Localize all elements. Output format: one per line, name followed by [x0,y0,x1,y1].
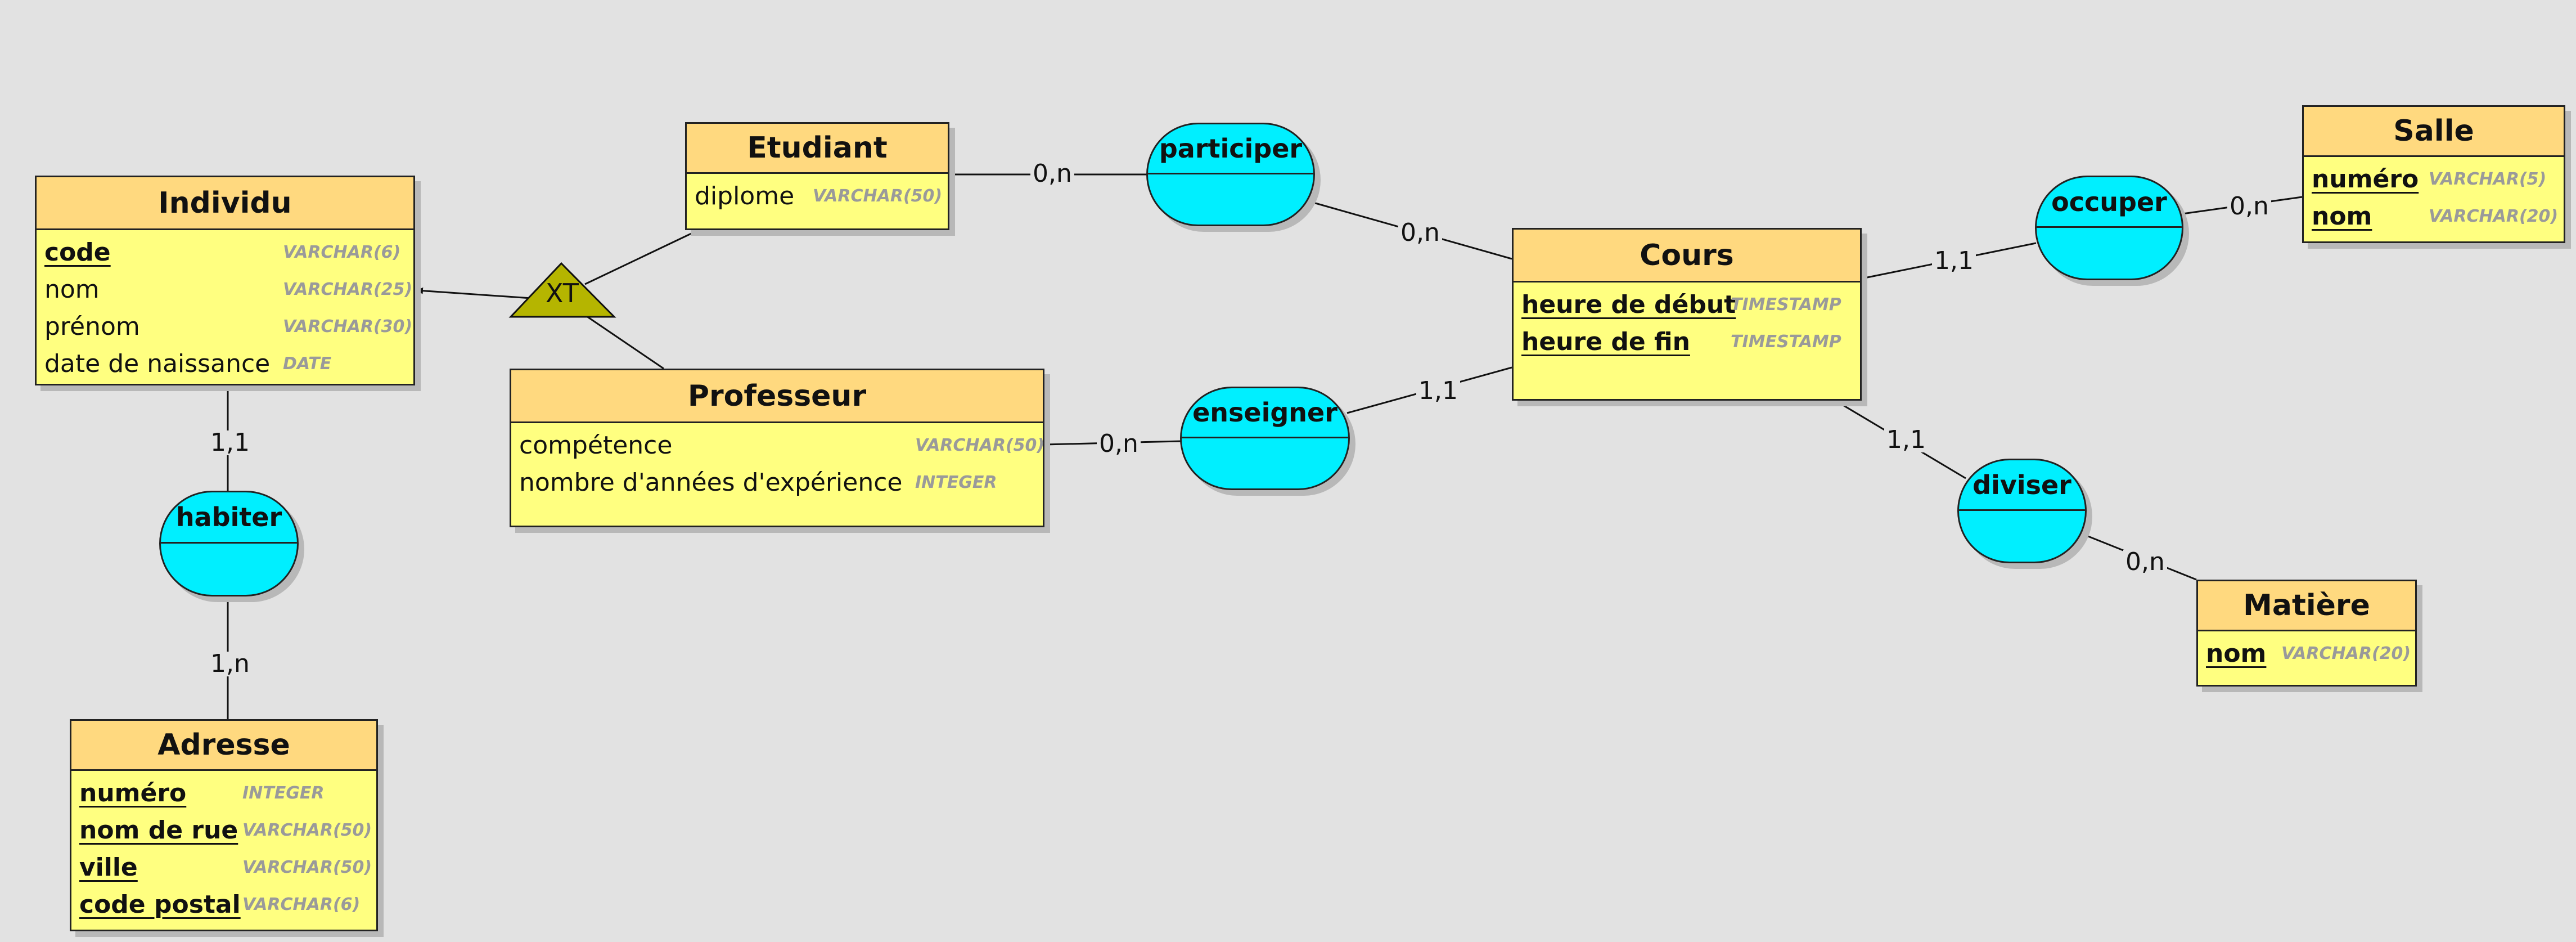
association-diviser[interactable]: diviser [1957,459,2087,563]
attribute-name: numéro [2312,164,2419,194]
link-xt-etudiant [584,227,704,285]
attribute-name: nom [2206,639,2267,668]
attribute-row: nom VARCHAR(25) [37,271,413,308]
entity-salle[interactable]: Salle numéro VARCHAR(5) nom VARCHAR(20) [2302,105,2565,243]
attribute-type: VARCHAR(30) [283,316,413,337]
association-participer[interactable]: participer [1146,123,1315,226]
attribute-name: nom [2312,201,2372,231]
entity-cours[interactable]: Cours heure de début TIMESTAMP heure de … [1512,228,1862,401]
attribute-name: nom de rue [79,815,238,845]
attribute-type: VARCHAR(20) [2281,643,2411,663]
link-xt-individu-arrow [416,287,532,299]
attribute-row: numéro INTEGER [71,774,376,811]
attribute-type: INTEGER [915,472,997,492]
entity-matiere[interactable]: Matière nom VARCHAR(20) [2196,580,2417,687]
attribute-type: VARCHAR(6) [242,894,361,914]
entity-professeur[interactable]: Professeur compétence VARCHAR(50) nombre… [510,369,1044,527]
attribute-row: date de naissance DATE [37,345,413,382]
attribute-type: VARCHAR(50) [242,820,372,840]
cardinality-individu-habiter: 1,1 [208,430,252,455]
attribute-row: code postal VARCHAR(6) [71,886,376,923]
association-habiter-label: habiter [161,492,297,544]
entity-salle-title: Salle [2304,107,2564,157]
attribute-name: compétence [519,430,673,460]
association-diviser-label: diviser [1959,460,2085,511]
attribute-type: INTEGER [242,783,325,803]
attribute-name: date de naissance [44,349,271,378]
attribute-type: VARCHAR(25) [283,279,413,299]
attribute-type: DATE [283,353,332,374]
attribute-name: nombre d'années d'expérience [519,468,903,497]
cardinality-diviser-matiere: 0,n [2123,550,2167,575]
attribute-row: nom VARCHAR(20) [2198,635,2415,672]
attribute-type: VARCHAR(20) [2429,206,2559,226]
entity-matiere-title: Matière [2198,581,2415,631]
cardinality-cours-diviser: 1,1 [1884,428,1928,452]
attribute-row: nom VARCHAR(20) [2304,198,2564,235]
attribute-name: code postal [79,890,241,919]
attribute-name: ville [79,853,138,882]
attribute-name: nom [44,275,100,304]
attribute-row: ville VARCHAR(50) [71,849,376,886]
association-participer-label: participer [1148,124,1313,174]
association-occuper[interactable]: occuper [2035,176,2183,280]
link-xt-professeur [584,314,664,370]
association-enseigner[interactable]: enseigner [1180,387,1350,490]
attribute-row: diplome VARCHAR(50) [687,177,948,214]
entity-individu-title: Individu [37,177,413,230]
attribute-row: nombre d'années d'expérience INTEGER [511,464,1043,501]
cardinality-etudiant-participer: 0,n [1030,162,1074,186]
entity-adresse[interactable]: Adresse numéro INTEGER nom de rue VARCHA… [70,719,378,931]
cardinality-occuper-salle: 0,n [2227,194,2271,219]
attribute-type: VARCHAR(50) [242,857,372,877]
attribute-row: numéro VARCHAR(5) [2304,160,2564,198]
attribute-type: TIMESTAMP [1731,294,1841,315]
attribute-row: heure de début TIMESTAMP [1514,286,1860,323]
attribute-type: TIMESTAMP [1731,331,1841,352]
attribute-type: VARCHAR(6) [283,242,401,262]
attribute-name: code [44,237,111,267]
cardinality-enseigner-cours: 1,1 [1416,379,1460,403]
cardinality-participer-cours: 0,n [1398,221,1442,245]
attribute-type: VARCHAR(5) [2429,169,2547,189]
attribute-row: code VARCHAR(6) [37,234,413,271]
cardinality-habiter-adresse: 1,n [208,652,252,676]
association-occuper-label: occuper [2037,177,2182,228]
association-habiter[interactable]: habiter [159,491,299,596]
entity-cours-title: Cours [1514,230,1860,282]
association-enseigner-label: enseigner [1182,388,1348,438]
attribute-name: prénom [44,312,140,341]
inheritance-label: XT [546,278,579,308]
entity-individu[interactable]: Individu code VARCHAR(6) nom VARCHAR(25)… [35,176,415,385]
attribute-name: heure de fin [1521,327,1690,356]
entity-professeur-title: Professeur [511,370,1043,423]
attribute-row: prénom VARCHAR(30) [37,308,413,345]
attribute-row: compétence VARCHAR(50) [511,427,1045,464]
entity-adresse-title: Adresse [71,721,376,771]
cardinality-professeur-enseigner: 0,n [1097,432,1141,456]
entity-etudiant[interactable]: Etudiant diplome VARCHAR(50) [685,122,949,230]
attribute-name: diplome [695,181,795,210]
attribute-name: numéro [79,778,187,808]
attribute-type: VARCHAR(50) [915,435,1045,455]
inheritance-triangle [508,262,616,318]
attribute-row: nom de rue VARCHAR(50) [71,811,376,849]
cardinality-cours-occuper: 1,1 [1932,249,1976,273]
entity-etudiant-title: Etudiant [687,124,948,174]
attribute-type: VARCHAR(50) [813,186,943,206]
attribute-name: heure de début [1521,290,1736,319]
attribute-row: heure de fin TIMESTAMP [1514,323,1860,360]
